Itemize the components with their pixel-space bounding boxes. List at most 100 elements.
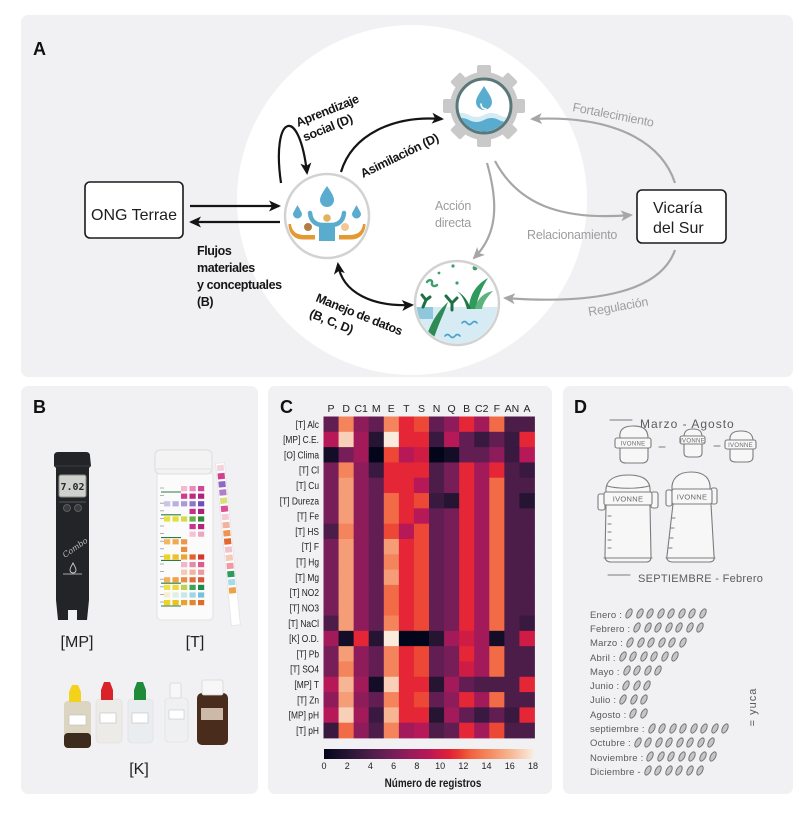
heatmap-cell (413, 523, 430, 540)
month-row: Febrero : (590, 621, 760, 636)
edge-label-line: (B) (197, 295, 213, 309)
strip-reagent-pad (227, 578, 236, 586)
person-body (319, 223, 335, 241)
bucket-small: IVONNE (724, 430, 757, 463)
heatmap-cell (474, 447, 490, 463)
heatmap-cell (383, 508, 400, 525)
heatmap-cell (368, 569, 385, 586)
panel-label-d: D (574, 397, 587, 417)
bottle-body (164, 697, 189, 743)
column-label: D (342, 403, 350, 415)
heatmap-cell (444, 538, 460, 555)
row-label: [T] Dureza (280, 495, 320, 507)
heatmap-cell (368, 722, 385, 739)
chart-color-swatch (189, 524, 196, 530)
node-vicaria-label-line1: Vicaría (653, 200, 703, 217)
heatmap-cell (444, 554, 460, 570)
heatmap-cell (519, 538, 535, 555)
yuca-icon (687, 750, 698, 763)
strip-reagent-pad (225, 554, 234, 562)
heatmap-cell (489, 462, 505, 479)
bucket-lid (729, 430, 754, 442)
heatmap-cell (338, 630, 355, 647)
heatmap-cell (474, 416, 490, 433)
chart-color-swatch (164, 501, 171, 507)
heatmap-cell (519, 508, 535, 525)
heatmap-cell (429, 493, 445, 509)
kit-bottle (127, 682, 154, 744)
row-label: [O] Clima (284, 450, 320, 462)
season-dry-label: Marzo - Agosto (640, 417, 735, 431)
bucket-label-band (724, 439, 757, 450)
yuca-icon (653, 736, 665, 749)
chart-color-swatch (172, 600, 179, 606)
heatmap-cell (519, 462, 535, 479)
heatmap-cell (383, 554, 400, 570)
yuca-icon (642, 678, 653, 692)
chart-color-swatch (189, 516, 196, 522)
chart-color-swatch (189, 493, 196, 499)
heatmap-cell (323, 569, 339, 586)
heatmap-cell (489, 707, 505, 724)
heatmap-cell (323, 431, 339, 448)
heatmap-cell (353, 630, 370, 647)
heatmap-cell (504, 600, 520, 616)
strip-reagent-pad (219, 489, 227, 496)
chart-color-swatch (181, 600, 188, 606)
yuca-icon (684, 621, 696, 635)
yuca-icon (621, 664, 632, 678)
heatmap-cell (368, 661, 385, 678)
yuca-icon (632, 621, 643, 635)
yuca-icon (645, 750, 656, 763)
heatmap-cell (338, 523, 355, 540)
heatmap-cell (398, 477, 415, 494)
heatmap-cell (368, 615, 385, 632)
heatmap-cell (338, 600, 355, 616)
column-label: N (433, 403, 441, 415)
heatmap-cell (429, 554, 445, 570)
arrow-data-management (333, 262, 414, 312)
heatmap-cell (353, 462, 370, 479)
heatmap-cell (398, 584, 415, 601)
chart-color-swatch (198, 531, 205, 537)
heatmap-cell (474, 431, 490, 448)
month-row: Agosto : (590, 707, 760, 722)
heatmap-cell (444, 523, 460, 540)
yuca-icon (634, 607, 645, 620)
heatmap-cell (519, 447, 535, 463)
heatmap-cell (474, 554, 490, 570)
caption-kit: [K] (129, 761, 149, 778)
heatmap-cell (383, 692, 400, 708)
tools-illustration: 7.02 Combo (54, 449, 241, 748)
panel-label-c: C (280, 397, 293, 417)
heatmap-cell (383, 630, 400, 647)
heatmap-cell (504, 447, 520, 463)
heatmap-cell (413, 584, 430, 601)
hand-right (339, 224, 366, 240)
arrow-assimilation (339, 112, 444, 173)
heatmap-cell (338, 569, 355, 586)
heatmap-cell (338, 722, 355, 739)
heatmap-cell (504, 646, 520, 662)
bucket-label-band (603, 491, 653, 506)
meter-screen (58, 474, 87, 498)
heatmap-cell (323, 554, 339, 570)
month-row: Diciembre - (590, 764, 760, 779)
yuca-icon (642, 764, 653, 778)
yuca-icon (684, 764, 695, 778)
heatmap-cell (474, 676, 490, 693)
node-vicaria-label-line2: del Sur (653, 220, 704, 237)
heatmap-cell (474, 600, 490, 616)
heatmap-cell (413, 692, 430, 708)
bucket-label: IVONNE (680, 438, 705, 444)
heatmap-cell (398, 646, 415, 662)
heatmap-cell (368, 477, 385, 494)
heatmap-cell (413, 707, 430, 724)
strip-reagent-pad (228, 587, 237, 594)
heatmap-cell (338, 538, 355, 555)
heatmap-cell (383, 416, 400, 433)
heatmap-cell (519, 554, 535, 570)
heatmap-cell (368, 447, 385, 463)
meter-drop-icon (69, 561, 77, 574)
edge-label-line: y conceptuales (197, 278, 282, 292)
